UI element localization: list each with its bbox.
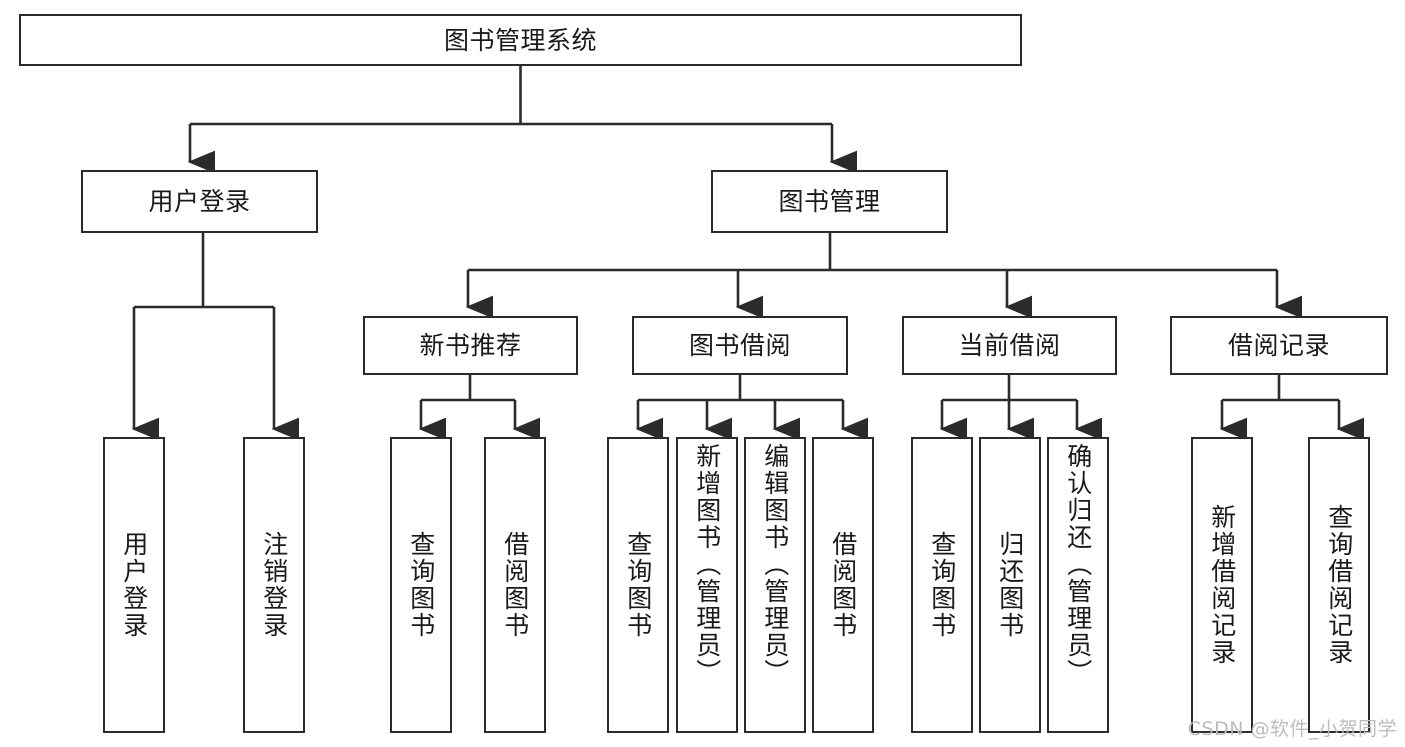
node-label: 图书管理系统 xyxy=(443,25,597,55)
node-label: 图书借阅 xyxy=(688,331,791,360)
node-book-management[interactable]: 图书管理 xyxy=(711,170,948,233)
node-label: 查询图书 xyxy=(406,531,436,639)
node-label: 归还图书 xyxy=(995,531,1025,639)
node-label: 新增借阅记录 xyxy=(1207,504,1237,666)
node-label: 编辑图书（管理员） xyxy=(760,443,790,686)
node-borrow-record[interactable]: 借阅记录 xyxy=(1170,316,1388,375)
node-label: 借阅记录 xyxy=(1227,331,1330,360)
leaf-current-return-book[interactable]: 归还图书 xyxy=(979,437,1041,733)
leaf-borrow-add-book-admin[interactable]: 新增图书（管理员） xyxy=(676,437,738,733)
node-label: 新书推荐 xyxy=(419,331,522,360)
leaf-user-login[interactable]: 用户登录 xyxy=(103,437,165,733)
leaf-record-add[interactable]: 新增借阅记录 xyxy=(1191,437,1253,733)
leaf-newbook-borrow[interactable]: 借阅图书 xyxy=(484,437,546,733)
leaf-user-logout[interactable]: 注销登录 xyxy=(243,437,305,733)
node-label: 查询图书 xyxy=(927,531,957,639)
node-label: 注销登录 xyxy=(259,531,289,639)
node-root-system[interactable]: 图书管理系统 xyxy=(19,14,1022,66)
node-label: 确认归还（管理员） xyxy=(1063,443,1093,686)
leaf-current-confirm-return-admin[interactable]: 确认归还（管理员） xyxy=(1047,437,1109,733)
watermark: CSDN @软件_小贺同学 xyxy=(1187,718,1397,740)
node-current-borrow[interactable]: 当前借阅 xyxy=(902,316,1117,375)
node-label: 查询借阅记录 xyxy=(1324,504,1354,666)
node-new-book-recommend[interactable]: 新书推荐 xyxy=(363,316,578,375)
node-label: 用户登录 xyxy=(148,187,251,216)
node-label: 借阅图书 xyxy=(828,531,858,639)
leaf-record-query[interactable]: 查询借阅记录 xyxy=(1308,437,1370,733)
node-user-login[interactable]: 用户登录 xyxy=(81,170,318,233)
leaf-borrow-borrow-book[interactable]: 借阅图书 xyxy=(812,437,874,733)
node-book-borrow[interactable]: 图书借阅 xyxy=(632,316,848,375)
node-label: 图书管理 xyxy=(778,187,881,216)
node-label: 用户登录 xyxy=(119,531,149,639)
leaf-borrow-query-book[interactable]: 查询图书 xyxy=(607,437,669,733)
node-label: 借阅图书 xyxy=(500,531,530,639)
node-label: 新增图书（管理员） xyxy=(692,443,722,686)
leaf-borrow-edit-book-admin[interactable]: 编辑图书（管理员） xyxy=(744,437,806,733)
node-label: 当前借阅 xyxy=(958,331,1061,360)
leaf-current-query-book[interactable]: 查询图书 xyxy=(911,437,973,733)
node-label: 查询图书 xyxy=(623,531,653,639)
leaf-newbook-query[interactable]: 查询图书 xyxy=(390,437,452,733)
